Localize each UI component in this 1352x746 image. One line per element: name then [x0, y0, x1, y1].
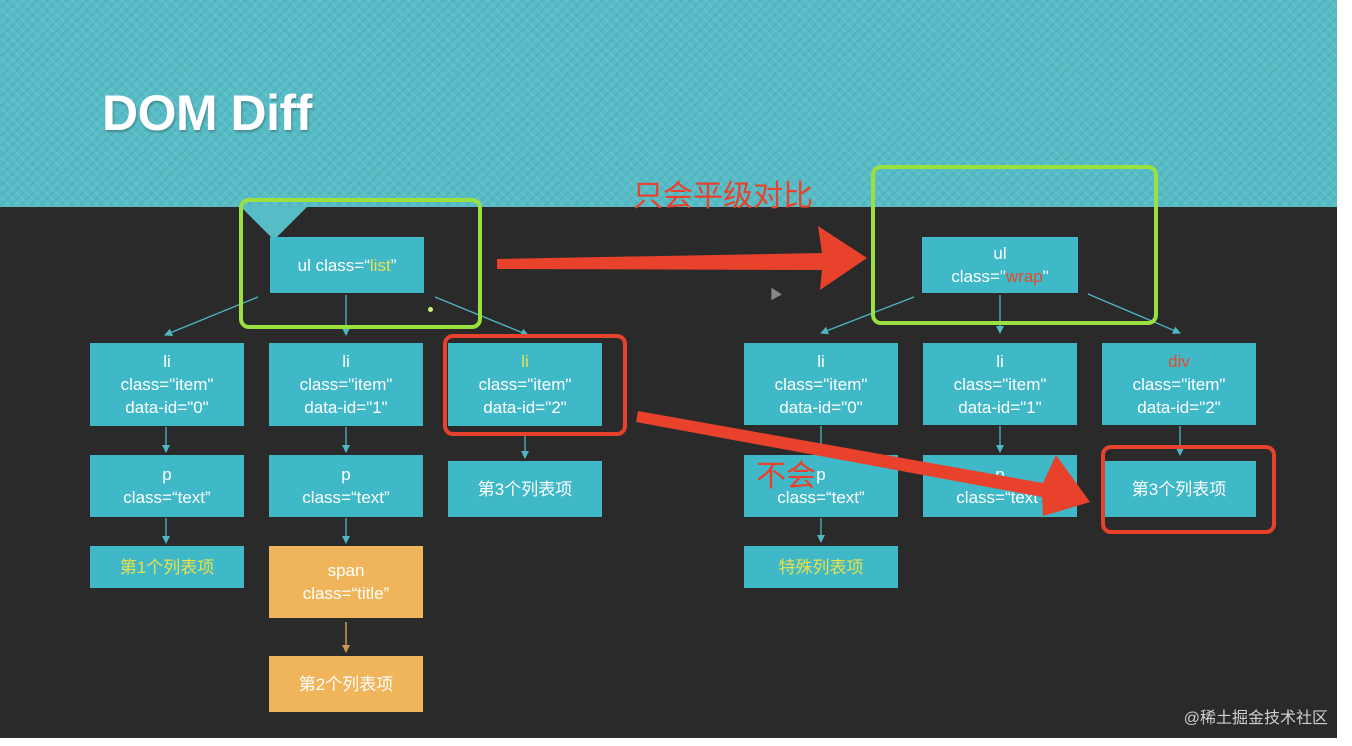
- left-p-0: p class=“text”: [90, 455, 244, 517]
- left-span-title: span class=“title”: [269, 546, 423, 618]
- left-text-0: 第1个列表项: [90, 546, 244, 588]
- left-li-2: li class="item" data-id="2": [448, 343, 602, 426]
- title-banner: [0, 0, 1337, 207]
- note-level-compare: 只会平级对比: [633, 180, 813, 213]
- right-li-1: li class="item" data-id="1": [923, 343, 1077, 425]
- connector-right-root-li0: [820, 296, 915, 335]
- highlight-overlay: [239, 165, 1276, 534]
- highlight-box-left-root: [239, 198, 482, 329]
- left-text-1: 第2个列表项: [269, 656, 423, 712]
- arrow-level-compare: [497, 226, 867, 290]
- left-p-1: p class=“text”: [269, 455, 423, 517]
- watermark: @稀土掘金技术社区: [1183, 710, 1328, 727]
- arrow-no-cross-level: [636, 411, 1090, 516]
- left-root-ul: ul class=“list”: [270, 237, 424, 293]
- right-root-ul: ul class="wrap": [922, 237, 1078, 293]
- laser-dot-icon: [428, 307, 433, 312]
- highlight-box-left-li2: [443, 334, 627, 436]
- right-li-0: li class="item" data-id="0": [744, 343, 898, 425]
- right-text-2: 第3个列表项: [1102, 461, 1256, 517]
- banner-notch: [240, 206, 308, 240]
- left-li-0: li class="item" data-id="0": [90, 343, 244, 426]
- highlight-box-right-root: [871, 165, 1158, 325]
- right-div-2: div class="item" data-id="2": [1102, 343, 1256, 425]
- note-wont: 不会: [756, 460, 816, 493]
- slide-title: DOM Diff: [102, 85, 312, 141]
- left-text-2: 第3个列表项: [448, 461, 602, 517]
- left-li-1: li class="item" data-id="1": [269, 343, 423, 426]
- right-text-0: 特殊列表项: [744, 546, 898, 588]
- connector-right-root-div2: [1087, 293, 1181, 334]
- slide: DOM Diff: [0, 0, 1337, 738]
- highlight-box-right-text2: [1101, 445, 1276, 534]
